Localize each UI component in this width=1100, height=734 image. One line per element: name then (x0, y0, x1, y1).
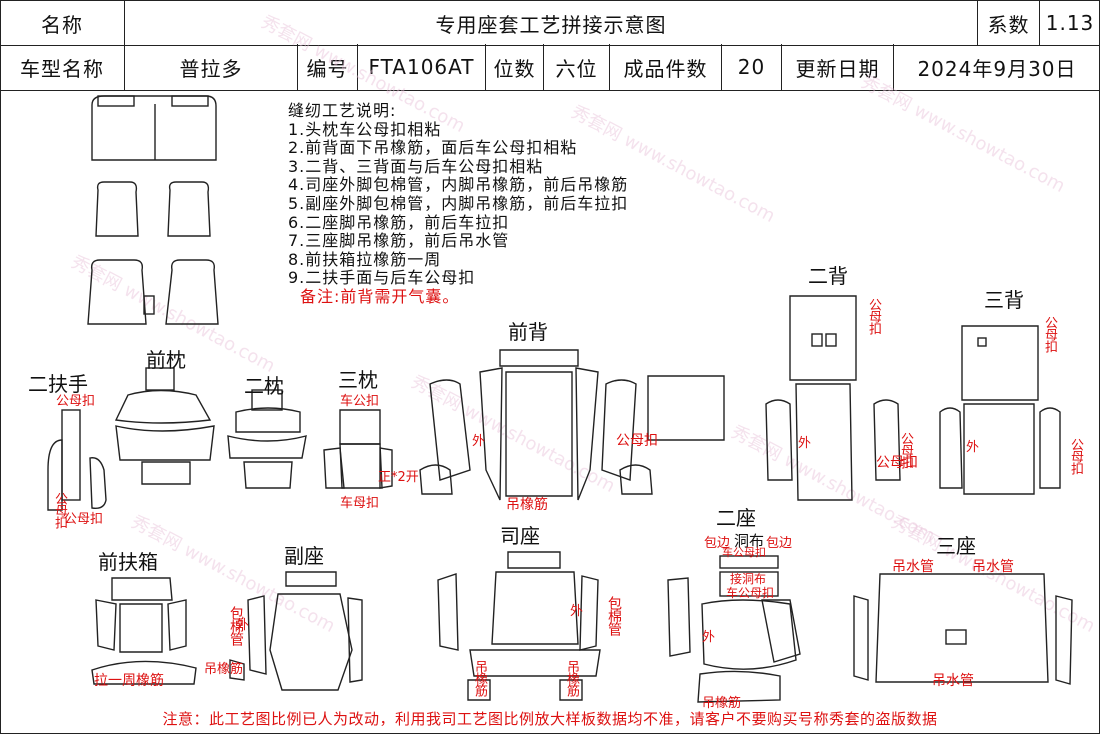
note-item: 3.二背、三背面与后车公母扣相粘 (288, 156, 544, 176)
annotation-bao-mianguan: 包棉管 (228, 606, 244, 645)
annotation-baobian: 包边 (704, 536, 731, 551)
sewing-notes: 缝纫工艺说明: 1.头枕车公母扣相粘 2.前背面下吊橡筋，面后车公母扣相粘 3.… (288, 101, 629, 307)
note-item: 7.三座脚吊橡筋，前后吊水管 (288, 231, 510, 251)
annotation-gongmukou: 公母扣 (56, 394, 96, 409)
annotation-che-mukou: 车母扣 (340, 496, 380, 511)
annotation-la-yizhou: 拉一周橡筋 (94, 673, 164, 689)
annotation-che-gongmukou: 车公母扣 (726, 586, 775, 600)
annotation-diao-xiangjin: 吊橡筋 (472, 660, 487, 696)
section-qian-bei: 前背 (508, 320, 548, 344)
code-label: 编号 (298, 44, 358, 90)
note-item: 9.二扶手面与后车公母扣 (288, 268, 476, 288)
update-value: 2024年9月30日 (917, 56, 1077, 81)
footer-notice: 注意：此工艺图比例已人为改动，利用我司工艺图比例放大样板数据均不准，请客户不要购… (162, 710, 938, 728)
header-row-2: 车型名称 普拉多 编号 FTA106AT 位数 六位 成品件数 20 更新日期 … (0, 44, 1100, 91)
header-row-1: 名称 专用座套工艺拼接示意图 系数 1.13 (0, 0, 1100, 46)
page-title: 专用座套工艺拼接示意图 (125, 1, 978, 45)
section-san-zhen: 三枕 (338, 368, 378, 392)
annotation-diao-xiangjin: 吊橡筋 (564, 660, 579, 696)
coef-value: 1.13 (1045, 11, 1095, 35)
annotation-diao-shuiguan: 吊水管 (892, 559, 934, 575)
note-item: 2.前背面下吊橡筋，面后车公母扣相粘 (288, 138, 578, 158)
section-si-zuo: 司座 (500, 524, 540, 548)
note-item: 4.司座外脚包棉管，内脚吊橡筋，前后吊橡筋 (288, 175, 629, 195)
annotation-diao-xiangjin: 吊橡筋 (204, 662, 244, 677)
annotation-wai: 外 (570, 604, 584, 619)
note-item: 6.二座脚吊橡筋，前后车拉扣 (288, 212, 510, 232)
section-er-fushou: 二扶手 (28, 372, 88, 396)
annotation-che-gongmukou: 车公母扣 (722, 546, 766, 559)
rear-seat-thumbnail-left (87, 259, 147, 325)
annotation-jie-dongbu: 接洞布 (730, 572, 767, 586)
annotation-gongmukou: 公母扣 (876, 455, 918, 471)
section-er-zhen: 二枕 (244, 374, 284, 398)
notes-title: 缝纫工艺说明: (288, 101, 397, 120)
code-value: FTA106AT (358, 44, 486, 90)
annotation-gongmukou-vertical: 公母扣 (1068, 438, 1083, 474)
annotation-gongmukou: 公母扣 (616, 433, 658, 449)
annotation-gongmukou-vertical: 公母扣 (1042, 316, 1057, 352)
annotation-gongmukou: 公母扣 (64, 512, 104, 527)
seats-value: 六位 (544, 44, 610, 90)
pieces-value: 20 (722, 44, 782, 90)
note-item: 8.前扶箱拉橡筋一周 (288, 249, 442, 269)
annotation-diao-xiangjin: 吊橡筋 (506, 497, 548, 513)
annotation-wai: 外 (472, 434, 486, 449)
annotation-wai: 外 (798, 436, 812, 451)
annotation-gongmukou-vertical: 公母扣 (898, 432, 913, 468)
model-label: 车型名称 (0, 44, 125, 90)
annotation-bao-mianguan: 包棉管 (606, 596, 622, 635)
annotation-diao-shuiguan: 吊水管 (932, 673, 974, 689)
note-item: 1.头枕车公母扣相粘 (288, 119, 442, 139)
annotation-kai2: 正*2开 (378, 470, 419, 485)
annotation-baobian: 包边 (766, 536, 793, 551)
annotation-wai: 外 (966, 440, 980, 455)
rear-seat-thumbnail-right (165, 259, 219, 325)
annotation-wai: 外 (702, 630, 716, 645)
model-value: 普拉多 (125, 44, 298, 90)
name-label: 名称 (0, 1, 125, 45)
annotation-diao-shuiguan: 吊水管 (972, 559, 1014, 575)
seats-label: 位数 (486, 44, 544, 90)
section-er-zuo: 二座 (716, 506, 756, 530)
rear-bench-thumbnail (91, 95, 217, 161)
note-item: 5.副座外脚包棉管，内脚吊橡筋，前后车拉扣 (288, 193, 629, 213)
annotation-che-gongkou: 车公扣 (340, 394, 380, 409)
annotation-wai: 外 (236, 618, 250, 633)
annotation-gongmukou-vertical: 公母扣 (52, 492, 67, 528)
section-qian-zhen: 前枕 (146, 348, 186, 372)
update-label: 更新日期 (782, 44, 894, 90)
section-qian-fuxiang: 前扶箱 (98, 550, 158, 574)
notes-remark: 备注:前背需开气囊。 (300, 286, 460, 306)
annotation-dongbu: 洞布 (734, 532, 765, 550)
front-seat-thumbnail-right (167, 181, 211, 237)
front-seat-thumbnail-left (95, 181, 139, 237)
annotation-diao-xiangjin: 吊橡筋 (702, 696, 742, 711)
annotation-gongmukou-vertical: 公母扣 (866, 298, 881, 334)
section-fu-zuo: 副座 (284, 544, 324, 568)
section-er-bei: 二背 (808, 264, 848, 288)
section-san-bei: 三背 (984, 288, 1024, 312)
coef-label: 系数 (978, 1, 1040, 45)
pieces-label: 成品件数 (610, 44, 722, 90)
section-san-zuo: 三座 (936, 534, 976, 558)
